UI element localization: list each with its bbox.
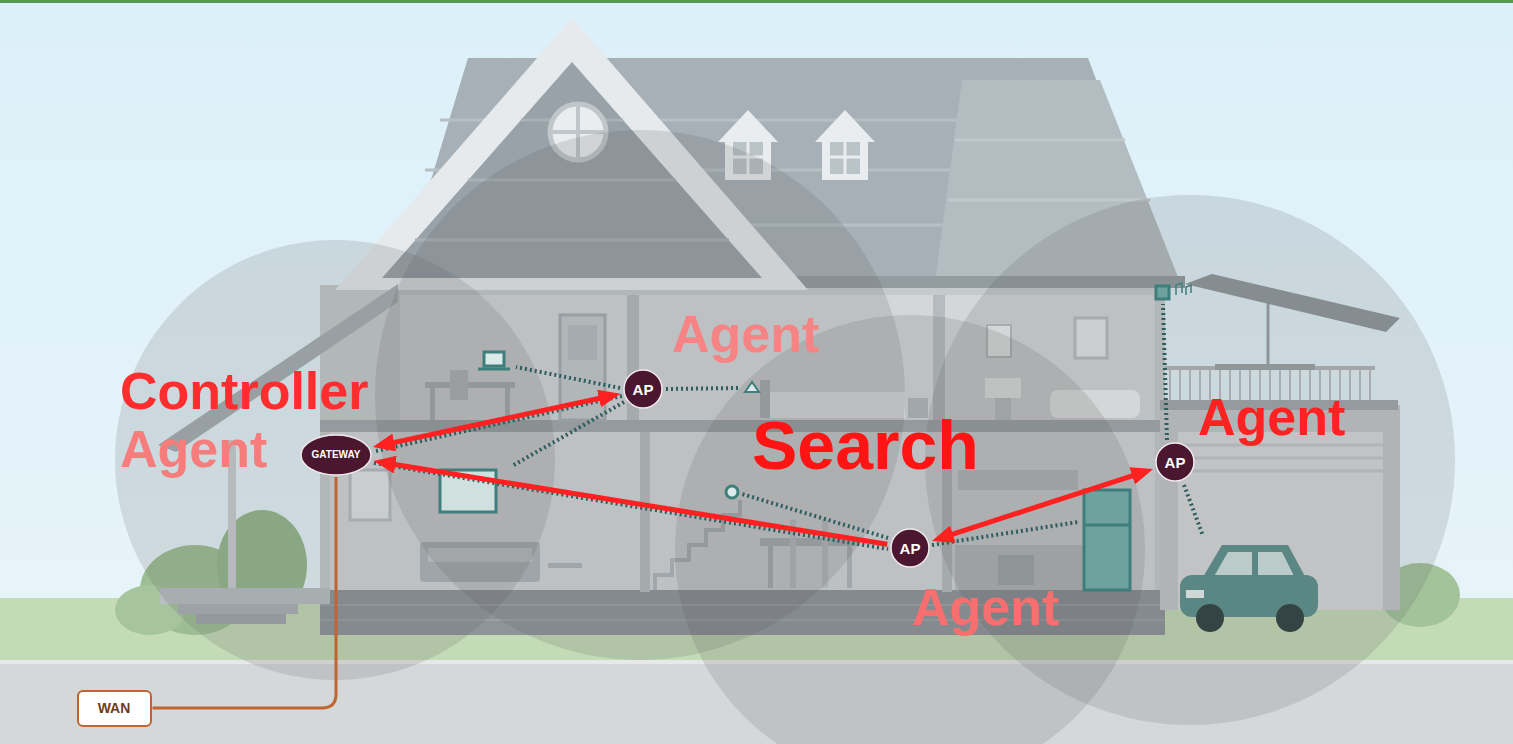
link-arrow [945,473,1140,536]
role-label: Agent [120,423,267,475]
node-label: WAN [98,701,131,715]
coverage-circles [925,195,1455,725]
wireless-dotted-links [376,396,622,451]
label-anchor: Controller [120,365,368,417]
node-outline [891,529,929,567]
access-point-circle: AP [1155,442,1195,482]
node-outline [624,370,662,408]
dormer-windows [718,110,778,142]
node-outline [301,435,371,475]
gateway-ellipse: GATEWAY [300,434,372,476]
label-anchor: Agent [672,308,819,360]
sky-and-ground [0,0,1513,3]
wireless-dotted-links [374,304,1203,549]
dormer-windows [830,156,860,159]
node-label: AP [1165,455,1186,470]
access-point-circle: AP [623,369,663,409]
device-icons [440,283,1191,590]
coverage-circles [115,130,1455,744]
node-label: AP [633,382,654,397]
node-label: GATEWAY [312,450,361,460]
wireless-dotted-links [1184,485,1203,536]
device-icons [1084,490,1130,590]
role-label: Agent [912,581,1059,633]
dormer-windows [815,110,875,142]
device-icons [1156,286,1169,299]
node-label: AP [900,541,921,556]
house-roof [948,199,1150,202]
link-arrow [386,397,606,444]
house-roof [955,139,1125,142]
access-point-circle: AP [890,528,930,568]
dormer-windows [830,142,860,174]
dormer-windows [822,140,868,180]
label-anchor: Search [752,411,979,479]
label-anchor: Agent [1198,391,1345,443]
wan-cable [153,477,337,708]
device-icons [478,368,510,371]
wireless-dotted-links [666,388,738,389]
role-label: Agent [672,308,819,360]
device-icons [745,382,759,392]
label-anchor: Agent [120,423,267,475]
wan-box: WAN [77,690,152,727]
wireless-dotted-links [1163,304,1167,440]
label-anchor: Agent [912,581,1059,633]
device-icons [726,486,738,498]
role-label: Agent [1198,391,1345,443]
device-icons [1176,283,1191,295]
role-label: Search [752,411,979,479]
wireless-dotted-links [516,367,620,388]
role-label: Controller [120,365,368,417]
device-icons [1084,524,1130,527]
node-outline [1156,443,1194,481]
device-icons [484,352,504,366]
